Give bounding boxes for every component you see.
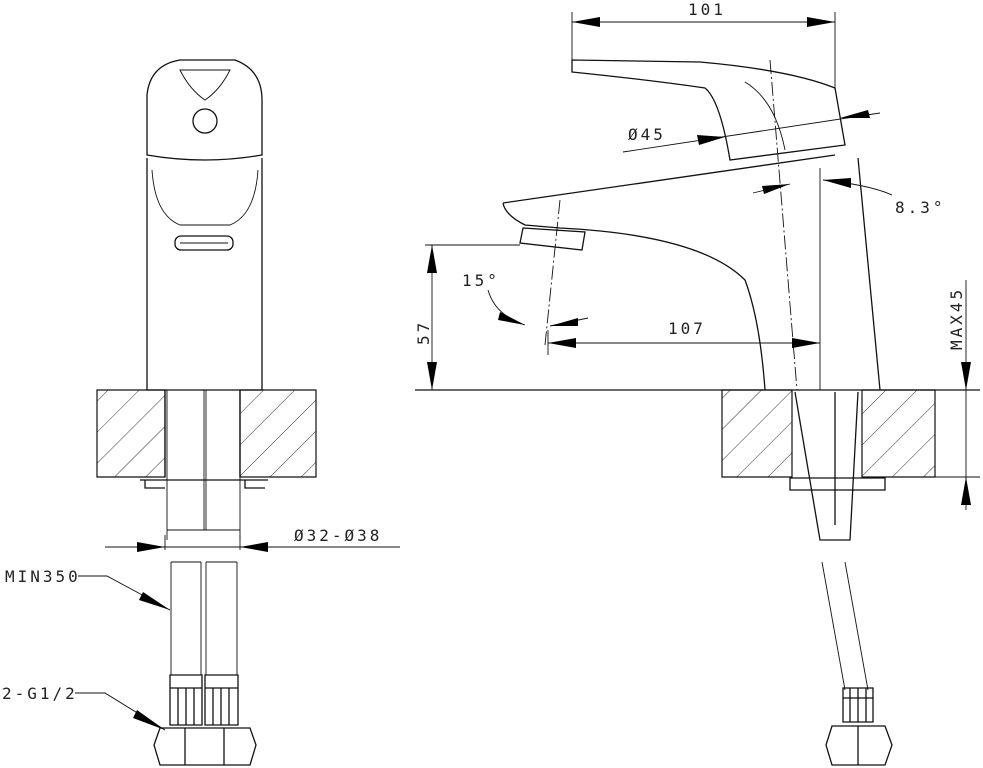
front-aerator bbox=[174, 235, 234, 251]
front-body bbox=[146, 158, 263, 391]
side-counter-right bbox=[861, 389, 936, 478]
side-aerator bbox=[519, 227, 586, 251]
counter-thickness-label: MAX45 bbox=[947, 287, 966, 350]
side-shank bbox=[789, 391, 886, 541]
side-view: 101 Ø45 8.3° 15° 57 107 MAX45 bbox=[414, 0, 980, 766]
front-hose-left bbox=[170, 561, 202, 675]
hole-diameter-label: Ø32-Ø38 bbox=[294, 526, 382, 545]
front-hose-right bbox=[205, 561, 238, 675]
connector-label: 2-G1/2 bbox=[2, 684, 78, 703]
side-hose-ferrule bbox=[842, 687, 874, 723]
overall-length-label: 101 bbox=[688, 0, 726, 19]
hose-length-label: MIN350 bbox=[5, 567, 81, 586]
side-hex-nut bbox=[825, 725, 893, 766]
front-handle-button bbox=[192, 108, 218, 134]
front-handle-recess bbox=[179, 69, 231, 101]
front-counter-hole bbox=[164, 390, 241, 477]
spout-height-label: 57 bbox=[414, 320, 433, 345]
spout-angle-label: 15° bbox=[462, 271, 500, 290]
front-counter-right bbox=[239, 389, 317, 478]
side-counter-left bbox=[721, 389, 793, 478]
side-spout bbox=[502, 154, 881, 391]
lever-axis-line bbox=[769, 59, 798, 391]
front-hose-ferrules bbox=[169, 674, 239, 726]
side-hose bbox=[821, 561, 869, 691]
front-shank bbox=[166, 390, 241, 540]
side-lever bbox=[571, 59, 846, 161]
front-handle-cap bbox=[146, 59, 263, 161]
front-view: Ø32-Ø38 MIN350 2-G1/2 bbox=[2, 59, 400, 766]
spout-reach-label: 107 bbox=[668, 319, 706, 338]
front-hex-nuts bbox=[153, 727, 257, 766]
side-lever-curve bbox=[744, 81, 786, 151]
body-angle-label: 8.3° bbox=[895, 198, 946, 217]
lever-diameter-label: Ø45 bbox=[628, 125, 666, 144]
front-spout-outline bbox=[151, 169, 259, 226]
aerator-axis-line bbox=[544, 199, 561, 346]
front-counter-left bbox=[96, 389, 166, 478]
